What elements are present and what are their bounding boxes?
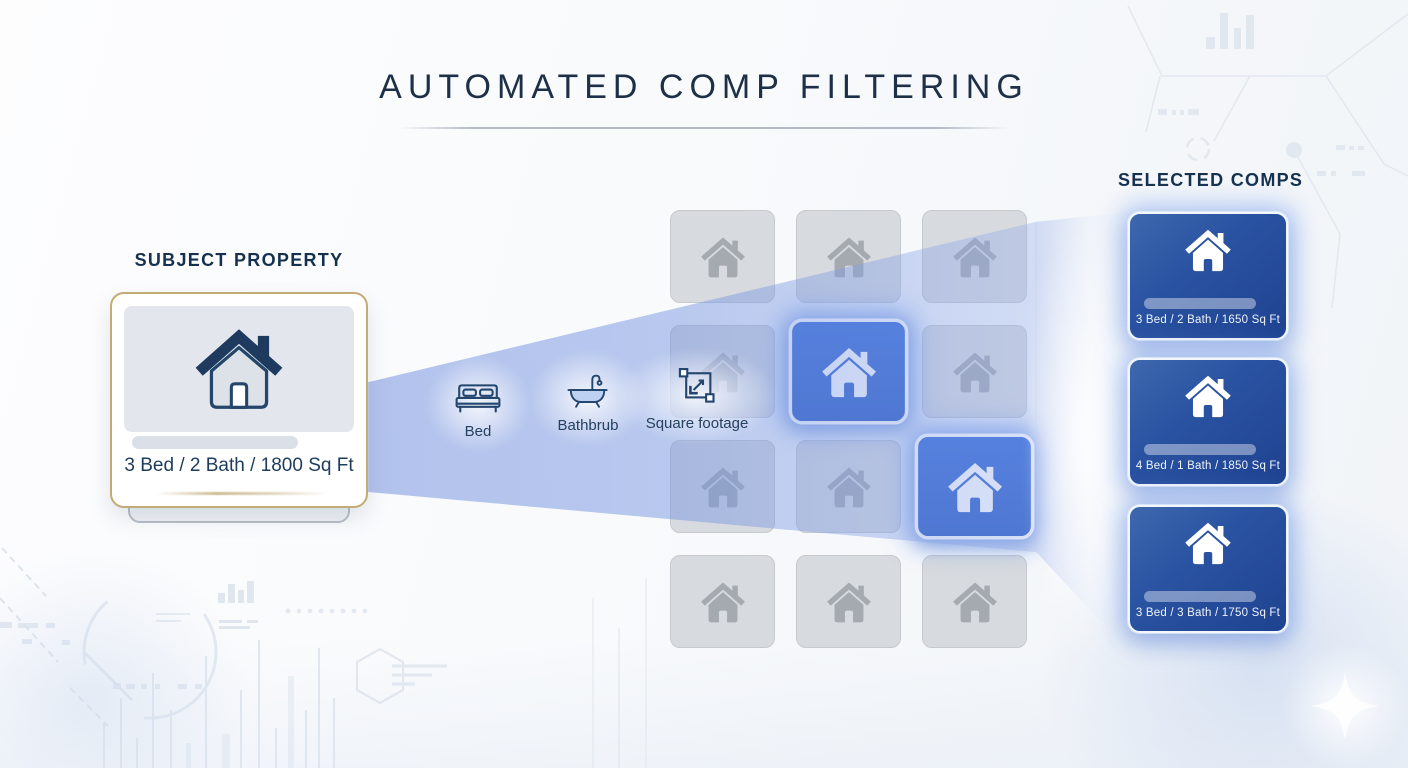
bar-chart-icon — [218, 581, 258, 629]
corner-glow — [0, 548, 250, 768]
house-icon — [1180, 517, 1236, 569]
square-footage-icon — [676, 360, 718, 410]
comp-specs: 3 Bed / 3 Bath / 1750 Sq Ft — [1135, 607, 1281, 619]
house-icon — [948, 232, 1002, 282]
comp-tile — [670, 210, 775, 303]
circle-arc-decor — [82, 584, 218, 720]
dot-row — [285, 608, 368, 614]
comp-tile — [922, 325, 1027, 418]
dash-groups — [1158, 109, 1365, 176]
sparkle-icon — [1281, 642, 1408, 768]
house-icon — [696, 577, 750, 627]
comp-card: 3 Bed / 3 Bath / 1750 Sq Ft — [1128, 505, 1288, 633]
comp-tile — [922, 555, 1027, 648]
histogram-bars — [103, 578, 647, 768]
house-icon — [948, 577, 1002, 627]
comp-tile — [796, 440, 901, 533]
house-icon — [815, 341, 881, 403]
subject-property-label: SUBJECT PROPERTY — [134, 250, 344, 270]
circle-decor — [1185, 136, 1211, 162]
dash-rows — [0, 622, 202, 689]
address-placeholder-bar — [132, 436, 298, 449]
selected-comps-label: SELECTED COMPS — [1118, 170, 1304, 190]
comp-specs: 4 Bed / 1 Bath / 1850 Sq Ft — [1135, 460, 1281, 472]
comp-tile-selected — [788, 318, 909, 425]
house-icon — [696, 232, 750, 282]
bar-chart-icon — [1206, 13, 1254, 49]
house-icon — [822, 232, 876, 282]
text-lines — [156, 613, 190, 622]
comp-tile — [922, 210, 1027, 303]
comp-card: 4 Bed / 1 Bath / 1850 Sq Ft — [1128, 358, 1288, 486]
house-icon — [696, 462, 750, 512]
comp-tile — [796, 210, 901, 303]
house-icon — [822, 577, 876, 627]
comp-tile — [670, 555, 775, 648]
comp-card: 3 Bed / 2 Bath / 1650 Sq Ft — [1128, 212, 1288, 340]
dot-decor — [1286, 142, 1302, 158]
comp-specs: 3 Bed / 2 Bath / 1650 Sq Ft — [1135, 314, 1281, 326]
comp-placeholder-bar — [1144, 591, 1256, 602]
bed-icon — [454, 368, 502, 418]
diagonal-line — [83, 651, 133, 701]
subject-property-card: 3 Bed / 2 Bath / 1800 Sq Ft — [110, 292, 368, 508]
house-icon — [948, 347, 1002, 397]
house-icon — [1180, 370, 1236, 422]
house-icon — [822, 462, 876, 512]
filter-label: Square footage — [645, 415, 749, 432]
filter-label: Bed — [464, 423, 492, 440]
hexagon-text-lines — [392, 664, 447, 686]
title-divider — [398, 127, 1010, 129]
house-icon — [941, 456, 1007, 518]
comp-placeholder-bar — [1144, 444, 1256, 455]
page-title: AUTOMATED COMP FILTERING — [379, 68, 1029, 106]
hexagon-icon — [356, 647, 404, 705]
gold-accent-line — [156, 492, 328, 495]
subject-house-panel — [124, 306, 354, 432]
filter-label: Bathbrub — [557, 417, 619, 434]
comp-tile — [796, 555, 901, 648]
filter-criterion-square-footage: Square footage — [645, 360, 749, 432]
house-icon — [187, 320, 291, 418]
house-icon — [1180, 224, 1236, 276]
filter-criterion-bathtub: Bathbrub — [557, 362, 619, 434]
filter-criterion-bed: Bed — [454, 368, 502, 440]
comp-tile-selected — [914, 433, 1035, 540]
filter-beam-extension — [1035, 211, 1132, 655]
comp-placeholder-bar — [1144, 298, 1256, 309]
dashed-diagonals — [0, 547, 109, 727]
comp-tile — [670, 440, 775, 533]
subject-specs: 3 Bed / 2 Bath / 1800 Sq Ft — [124, 455, 354, 476]
bathtub-icon — [566, 362, 610, 412]
